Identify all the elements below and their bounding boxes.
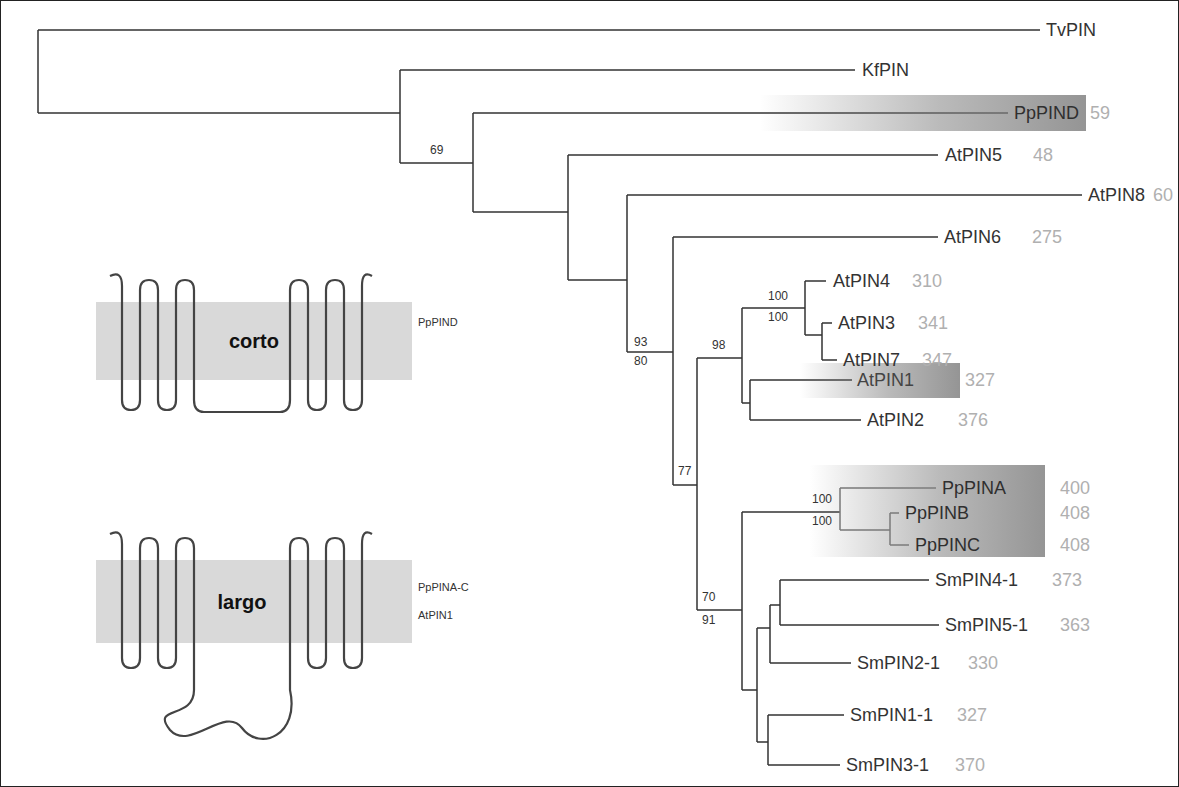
sequence-length: 330 — [968, 653, 998, 674]
node-text: PpPINC — [915, 535, 980, 556]
node-text: largo — [218, 591, 267, 614]
leaf-label: SmPIN1-1 — [850, 705, 933, 726]
leaf-label: AtPIN3 — [838, 313, 895, 334]
bootstrap-value: 93 — [634, 336, 647, 350]
node-text: corto — [229, 330, 279, 353]
sequence-length: 59 — [1090, 103, 1110, 124]
sequence-length: 400 — [1060, 478, 1090, 499]
membrane-band: largo — [96, 560, 412, 643]
sequence-length: 275 — [1032, 227, 1062, 248]
sequence-length: 60 — [1153, 185, 1173, 206]
bootstrap-value: 100 — [768, 290, 788, 304]
sequence-length: 327 — [965, 370, 995, 391]
leaf-label: AtPIN2 — [867, 410, 924, 431]
sequence-length: 363 — [1060, 615, 1090, 636]
bootstrap-value: 69 — [430, 144, 443, 158]
bootstrap-value: 100 — [768, 311, 788, 325]
leaf-label: SmPIN3-1 — [846, 755, 929, 776]
sequence-length: 310 — [912, 271, 942, 292]
node-text: PpPINB — [905, 503, 969, 524]
leaf-label: SmPIN4-1 — [935, 570, 1018, 591]
leaf-label: SmPIN2-1 — [857, 653, 940, 674]
sequence-length: 48 — [1033, 145, 1053, 166]
leaf-label: SmPIN5-1 — [945, 615, 1028, 636]
membrane-protein-label: PpPIND — [418, 316, 458, 329]
leaf-label: AtPIN7 — [843, 350, 900, 371]
sequence-length: 408 — [1060, 535, 1090, 556]
node-text: PpPIND — [1014, 103, 1079, 124]
bootstrap-value: 100 — [812, 493, 832, 507]
sequence-length: 370 — [955, 755, 985, 776]
leaf-label: TvPIN — [1046, 20, 1096, 41]
node-text: AtPIN1 — [857, 370, 914, 391]
highlight-band: PpPIND — [760, 95, 1086, 131]
bootstrap-value: 80 — [634, 355, 647, 369]
bootstrap-value: 70 — [702, 591, 715, 605]
sequence-length: 341 — [918, 313, 948, 334]
bootstrap-value: 100 — [812, 515, 832, 529]
sequence-length: 327 — [957, 705, 987, 726]
leaf-label: AtPIN6 — [944, 227, 1001, 248]
leaf-label: AtPIN5 — [945, 145, 1002, 166]
membrane-protein-label: PpPINA-C — [418, 581, 469, 594]
highlight-band: PpPINA PpPINB PpPINC — [810, 465, 1045, 557]
leaf-label: KfPIN — [862, 60, 909, 81]
bootstrap-value: 77 — [678, 465, 691, 479]
leaf-label: AtPIN4 — [833, 271, 890, 292]
bootstrap-value: 98 — [712, 339, 725, 353]
node-text: PpPINA — [942, 478, 1006, 499]
bootstrap-value: 91 — [702, 614, 715, 628]
leaf-label: AtPIN8 — [1088, 185, 1145, 206]
sequence-length: 408 — [1060, 503, 1090, 524]
sequence-length: 373 — [1052, 570, 1082, 591]
membrane-band: corto — [96, 302, 412, 380]
sequence-length: 347 — [922, 350, 952, 371]
sequence-length: 376 — [958, 410, 988, 431]
membrane-protein-label: AtPIN1 — [418, 609, 453, 622]
